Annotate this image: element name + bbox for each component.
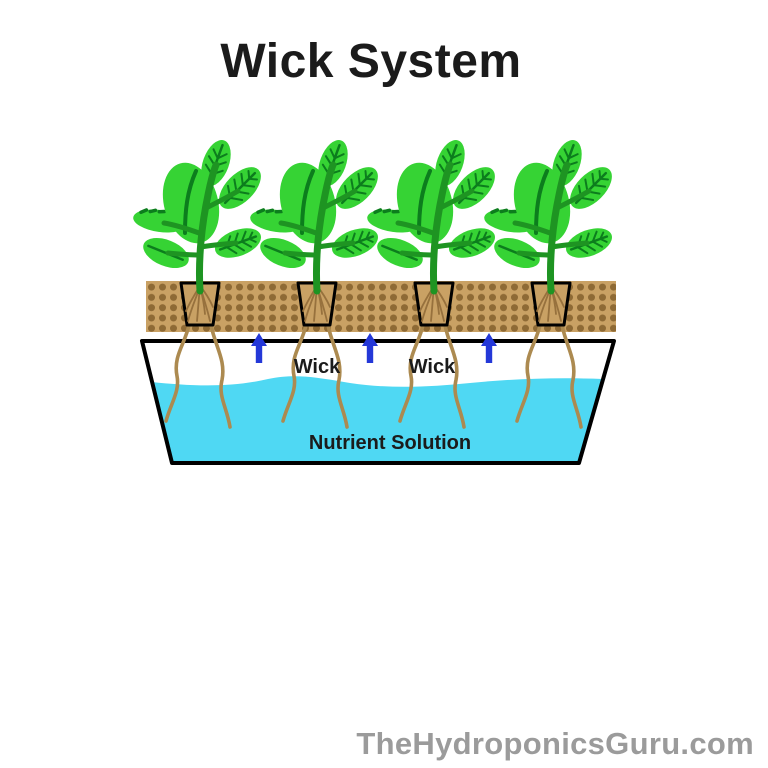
wick-label-left: Wick <box>294 356 341 378</box>
nutrient-solution-water <box>151 376 603 461</box>
nutrient-solution-label: Nutrient Solution <box>309 432 471 454</box>
reservoir <box>140 339 616 465</box>
wick-label-right: Wick <box>409 356 456 378</box>
reservoir-outline <box>140 339 616 465</box>
page-title: Wick System <box>220 35 522 88</box>
watermark: TheHydroponicsGuru.com <box>356 726 754 761</box>
